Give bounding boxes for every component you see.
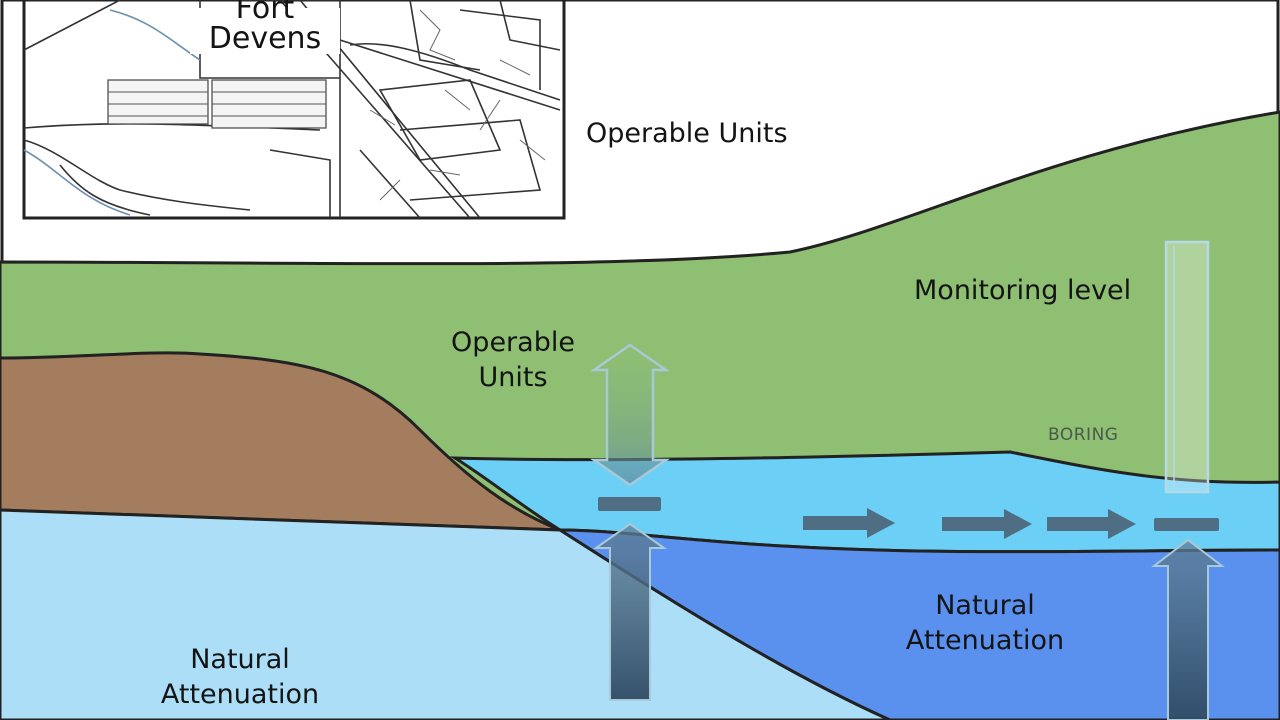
boring-tag-label: BORING [1048, 425, 1119, 445]
soil-layer [0, 351, 561, 532]
water-level-marker-right [1154, 518, 1219, 531]
operable-units-mid-line1: Operable [451, 327, 575, 358]
flow-arrow-1 [803, 508, 895, 538]
natural-attenuation-left-line1: Natural [190, 644, 290, 675]
operable-units-top-label: Operable Units [586, 118, 788, 149]
natural-attenuation-right-label: Natural Attenuation [895, 588, 1075, 658]
monitoring-well [1164, 240, 1210, 494]
natural-attenuation-right-line2: Attenuation [905, 625, 1065, 657]
flow-arrow-2 [942, 509, 1032, 539]
operable-units-mid-line2: Units [478, 362, 548, 394]
inset-map [22, 0, 566, 220]
upwelling-arrow-right [1151, 538, 1225, 720]
vertical-exchange-arrow [590, 343, 670, 487]
flow-arrow-3 [1047, 509, 1136, 539]
upwelling-arrow-left [592, 522, 668, 701]
water-level-marker-left [598, 497, 661, 511]
monitoring-level-label: Monitoring level [914, 275, 1132, 306]
aquifer-layer [0, 508, 891, 720]
natural-attenuation-left-label: Natural Attenuation [150, 642, 330, 712]
natural-attenuation-left-line2: Attenuation [160, 679, 320, 711]
inset-map-title-line1: Fort [235, 0, 295, 26]
natural-attenuation-right-line1: Natural [935, 590, 1035, 621]
operable-units-mid-label: Operable Units [440, 325, 586, 395]
inset-map-title: Fort Devens [190, 0, 340, 56]
inset-map-title-line2: Devens [208, 21, 322, 56]
